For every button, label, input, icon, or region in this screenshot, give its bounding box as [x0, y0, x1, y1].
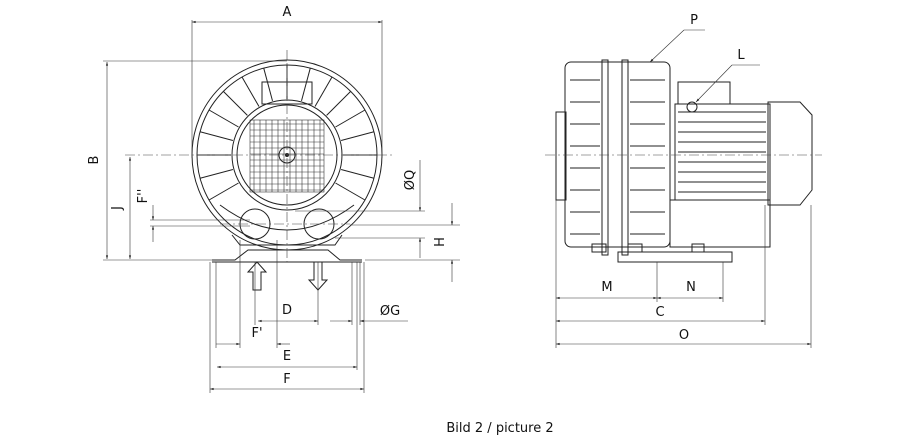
dim-N: N — [686, 280, 696, 295]
dim-D: D — [282, 303, 292, 318]
drawing-line — [208, 182, 239, 201]
base-plate — [617, 251, 733, 263]
dim-E: E — [283, 349, 291, 364]
dim-F: F — [283, 372, 290, 387]
drawing-line — [199, 131, 234, 141]
dim-A: A — [283, 5, 292, 20]
dim-J: J — [110, 206, 125, 211]
figure-caption: Bild 2 / picture 2 — [446, 421, 553, 436]
dim-C: C — [655, 305, 664, 320]
drawing-line — [340, 169, 375, 179]
drawing-line — [241, 76, 260, 107]
front-dimensions: A B J F'' ØQ H D F' E — [87, 5, 460, 393]
fan-cover — [767, 101, 813, 206]
drawing-line — [263, 67, 273, 102]
drawing-line — [335, 182, 366, 201]
dim-F-prime: F' — [251, 326, 262, 341]
drawing-line — [301, 67, 311, 102]
drawing-line — [208, 109, 239, 128]
outlet-arrow-icon — [307, 261, 329, 291]
front-view — [125, 50, 395, 291]
dim-B: B — [87, 156, 102, 165]
dim-H: H — [433, 237, 448, 247]
drawing-line — [326, 91, 351, 116]
dim-O: O — [679, 328, 689, 343]
dim-F-double-prime: F'' — [136, 189, 151, 204]
drawing-line — [340, 131, 375, 141]
drawing-line — [223, 91, 248, 116]
drawing-line — [335, 109, 366, 128]
dim-M: M — [601, 280, 612, 295]
side-dimensions: M N C O P L — [555, 13, 812, 348]
terminal-box — [677, 81, 731, 105]
drawing-line — [314, 76, 333, 107]
fan-grille — [249, 119, 325, 193]
drawing-line — [199, 169, 234, 179]
dim-Q-diameter: ØQ — [403, 170, 418, 190]
dim-G-diameter: ØG — [380, 304, 400, 319]
side-view — [545, 59, 822, 263]
leader-P: P — [690, 13, 698, 28]
leader-L: L — [737, 48, 745, 63]
inlet-arrow-icon — [246, 261, 268, 291]
